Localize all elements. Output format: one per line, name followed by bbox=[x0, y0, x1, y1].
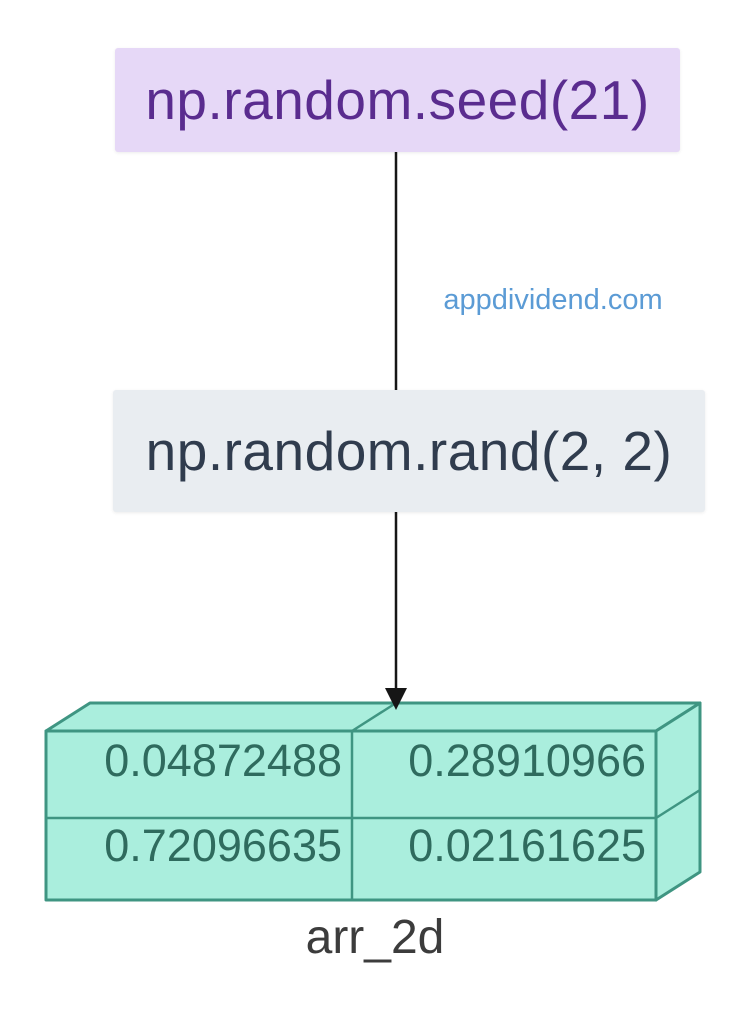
seed-code-box: np.random.seed(21) bbox=[115, 48, 680, 152]
array-cell-r0c0: 0.04872488 bbox=[104, 735, 342, 786]
arrowhead-down-icon bbox=[385, 688, 407, 710]
watermark-text: appdividend.com bbox=[443, 284, 663, 316]
array-row-divider-side bbox=[655, 788, 701, 820]
rand-code-box: np.random.rand(2, 2) bbox=[113, 390, 705, 512]
array-side-face bbox=[654, 701, 702, 902]
array-cell-r1c0: 0.72096635 bbox=[104, 820, 342, 871]
array-cell-r0c1: 0.28910966 bbox=[408, 735, 646, 786]
array-name-label: arr_2d bbox=[305, 911, 445, 964]
array-column-divider-top bbox=[351, 701, 397, 733]
array-cell-r1c1: 0.02161625 bbox=[408, 820, 646, 871]
